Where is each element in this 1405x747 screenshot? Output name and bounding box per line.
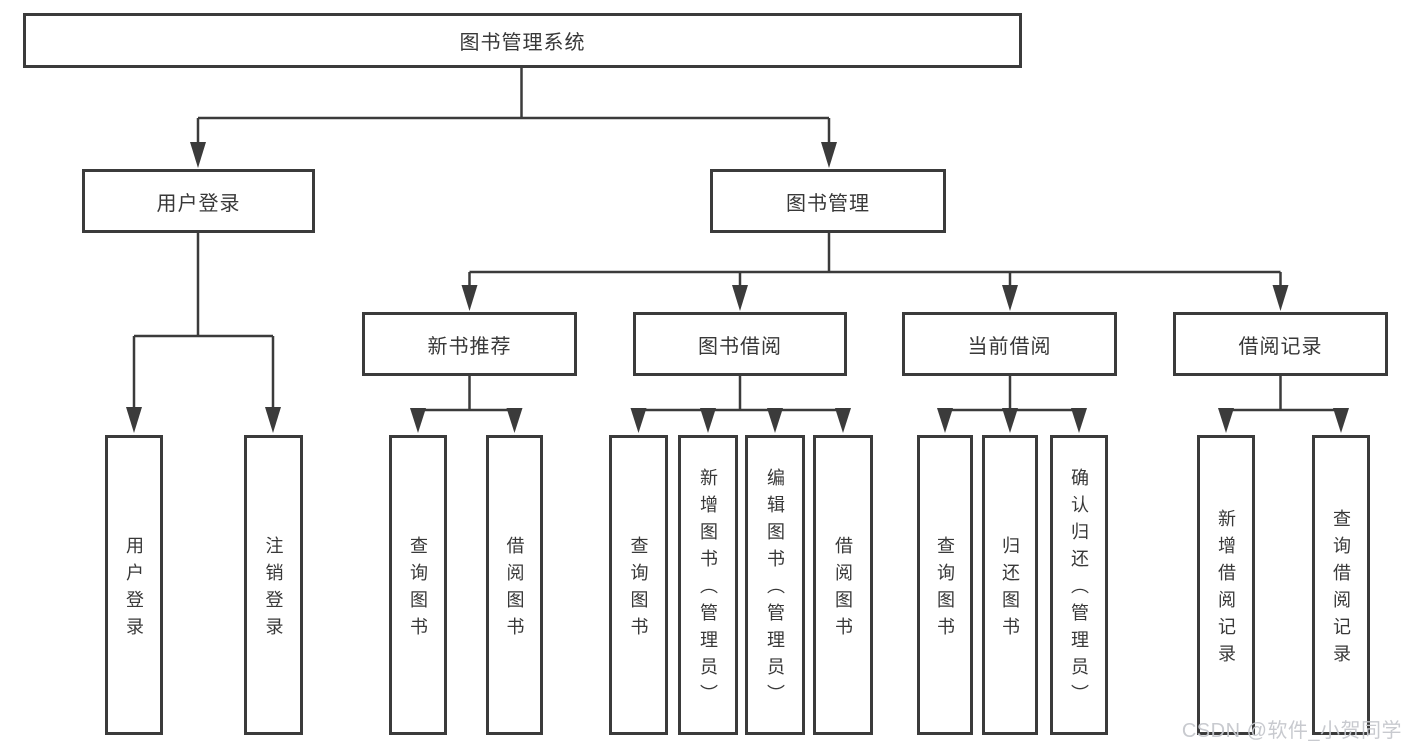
node-user-login: 用户登录	[82, 169, 315, 233]
leaf-label: 查询借阅记录	[1331, 508, 1351, 671]
leaf-user-login: 用户登录	[105, 435, 163, 735]
leaf-borrow-books-recommend: 借阅图书	[486, 435, 543, 735]
leaf-label: 确认归还（管理员）	[1069, 468, 1089, 711]
leaf-add-borrow-record: 新增借阅记录	[1197, 435, 1255, 735]
arrowheads	[126, 142, 1349, 433]
leaf-borrow-books: 借阅图书	[813, 435, 873, 735]
leaf-label: 查询图书	[408, 535, 428, 644]
leaf-label: 查询图书	[628, 535, 649, 644]
leaf-query-books-current: 查询图书	[917, 435, 973, 735]
leaf-label: 新增借阅记录	[1216, 508, 1236, 671]
leaf-label: 用户登录	[124, 535, 144, 644]
leaf-label: 借阅图书	[833, 535, 853, 644]
leaf-return-books: 归还图书	[982, 435, 1038, 735]
node-borrowing-records: 借阅记录	[1173, 312, 1388, 376]
leaf-label: 编辑图书（管理员）	[765, 468, 785, 711]
leaf-query-books-borrowing: 查询图书	[609, 435, 668, 735]
node-current-borrowing: 当前借阅	[902, 312, 1117, 376]
leaf-confirm-return-admin: 确认归还（管理员）	[1050, 435, 1108, 735]
node-new-book-recommend: 新书推荐	[362, 312, 577, 376]
leaf-label: 注销登录	[263, 535, 284, 644]
node-root-system: 图书管理系统	[23, 13, 1022, 68]
node-book-borrowing: 图书借阅	[633, 312, 847, 376]
leaf-query-books-recommend: 查询图书	[389, 435, 447, 735]
leaf-label: 借阅图书	[504, 535, 525, 644]
leaf-label: 新增图书（管理员）	[698, 468, 718, 711]
leaf-label: 查询图书	[935, 535, 955, 644]
leaf-edit-books-admin: 编辑图书（管理员）	[745, 435, 805, 735]
csdn-watermark: CSDN @软件_小贺同学	[1181, 720, 1402, 742]
leaf-label: 归还图书	[1000, 535, 1020, 644]
leaf-logout: 注销登录	[244, 435, 303, 735]
leaf-query-borrow-record: 查询借阅记录	[1312, 435, 1370, 735]
leaf-add-books-admin: 新增图书（管理员）	[678, 435, 738, 735]
node-book-management: 图书管理	[710, 169, 946, 233]
